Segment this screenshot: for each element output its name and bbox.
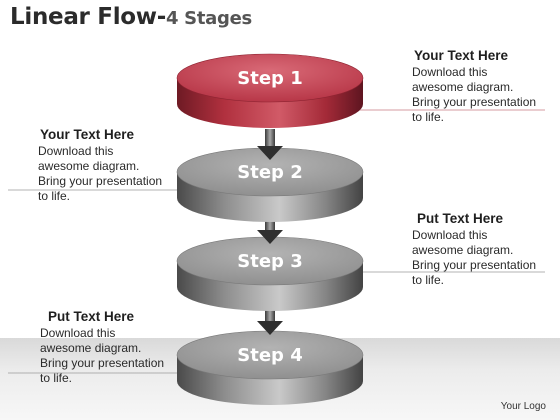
arrow-3-to-4 [257,302,283,335]
note-body: Download this awesome diagram. Bring you… [40,326,165,385]
arrow-2-to-3 [257,212,283,244]
title-sub: 4 Stages [165,8,252,29]
note-heading: Your Text Here [414,48,509,63]
title-separator: - [156,4,167,30]
page-title: Linear Flow-4 Stages [10,4,252,30]
note-step-2: Your Text Here Download this awesome dia… [38,127,188,204]
step-2-disc: Step 2 [176,147,364,222]
step-2-label: Step 2 [237,162,302,183]
step-4-label: Step 4 [237,345,302,366]
step-1-label: Step 1 [237,68,302,89]
note-step-1: Your Text Here Download this awesome dia… [412,48,560,125]
title-main: Linear Flow [10,4,157,30]
step-4-disc: Step 4 [176,330,364,405]
step-1-disc: Step 1 [176,53,364,128]
note-heading: Put Text Here [417,211,504,226]
arrow-1-to-2 [257,129,283,160]
step-3-disc: Step 3 [176,236,364,311]
note-step-4: Put Text Here Download this awesome diag… [40,309,190,386]
note-step-3: Put Text Here Download this awesome diag… [412,211,560,288]
note-heading: Put Text Here [48,309,135,324]
note-heading: Your Text Here [40,127,135,142]
note-body: Download this awesome diagram. Bring you… [38,144,163,203]
note-body: Download this awesome diagram. Bring you… [412,65,537,124]
note-body: Download this awesome diagram. Bring you… [412,228,537,287]
step-3-label: Step 3 [237,251,302,272]
logo-placeholder: Your Logo [500,401,546,412]
